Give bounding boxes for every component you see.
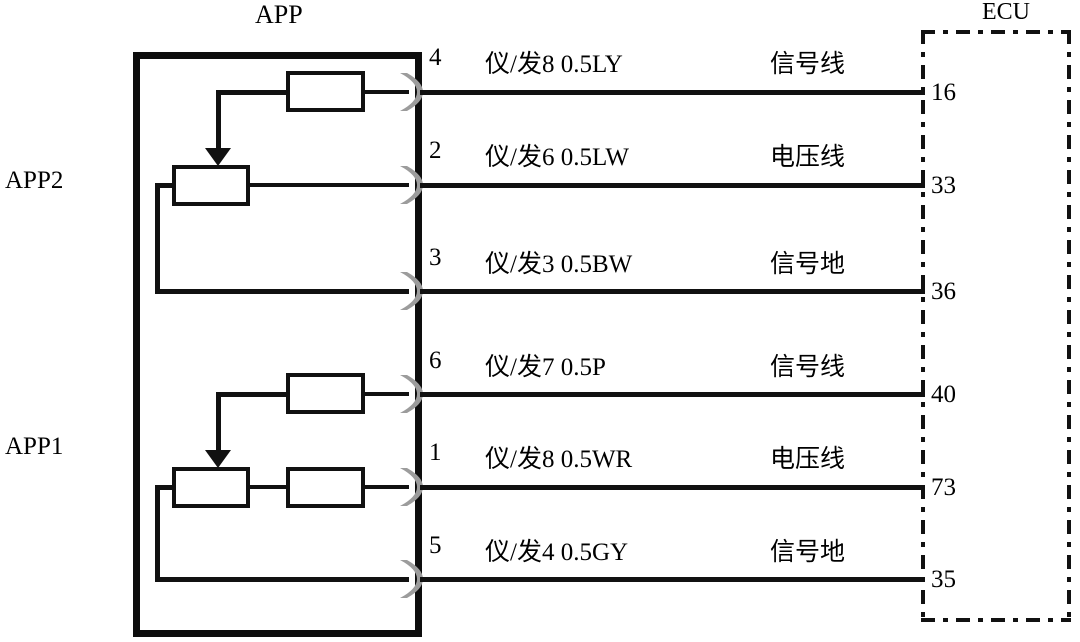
wire-code-row-3: 仪/发3 0.5BW: [485, 251, 633, 278]
wire-app1-wiper-drop: [216, 392, 221, 454]
app-pin-number-row-4: 6: [429, 347, 442, 374]
app-pin-number-row-1: 4: [429, 44, 442, 71]
connector-terminal-pin-6[interactable]: [397, 372, 423, 416]
resistor-app1-lower-left: [172, 467, 250, 508]
ecu-pin-number-row-1: 16: [931, 79, 956, 106]
ecu-border-left: [921, 30, 925, 622]
wire-app2-r2-right: [249, 183, 409, 187]
app-pin-number-row-6: 5: [429, 532, 442, 559]
wire-function-row-3: 信号地: [770, 251, 846, 278]
connector-terminal-pin-1[interactable]: [397, 465, 423, 509]
connector-terminal-pin-2[interactable]: [397, 163, 423, 207]
wiper-arrow-app2: [205, 148, 231, 166]
wire-code-row-6: 仪/发4 0.5GY: [485, 539, 629, 566]
group-label-app1: APP1: [5, 433, 64, 460]
ecu-border-bottom: [921, 618, 1071, 622]
app-pin-number-row-3: 3: [429, 244, 442, 271]
group-label-app2: APP2: [5, 167, 64, 194]
harness-wire-row-6: [420, 577, 925, 582]
harness-wire-row-5: [420, 485, 925, 490]
wire-code-row-4: 仪/发7 0.5P: [485, 354, 606, 381]
harness-wire-row-1: [420, 90, 925, 95]
wire-app2-ground-drop: [155, 183, 160, 293]
ecu-border-right: [1067, 30, 1071, 622]
wire-function-row-6: 信号地: [770, 539, 846, 566]
ecu-pin-number-row-5: 73: [931, 474, 956, 501]
ecu-enclosure: [921, 30, 1071, 622]
harness-wire-row-3: [420, 289, 925, 294]
wire-function-row-4: 信号线: [770, 354, 846, 381]
ecu-title: ECU: [982, 0, 1030, 25]
wire-app2-r1-right: [364, 90, 409, 94]
wire-app1-ground-rail: [155, 577, 409, 582]
ecu-pin-number-row-2: 33: [931, 172, 956, 199]
ecu-border-top: [921, 30, 1071, 34]
wire-app1-r2-left: [155, 485, 175, 490]
app-pin-number-row-2: 2: [429, 137, 442, 164]
harness-wire-row-4: [420, 392, 925, 397]
wire-app2-r2-left: [155, 183, 175, 188]
resistor-app2-lower: [172, 165, 250, 206]
wire-function-row-5: 电压线: [770, 446, 846, 473]
wire-code-row-5: 仪/发8 0.5WR: [485, 446, 633, 473]
app-pin-number-row-5: 1: [429, 439, 442, 466]
resistor-app1-upper: [286, 373, 365, 414]
wire-code-row-2: 仪/发6 0.5LW: [485, 144, 629, 171]
wire-app1-between-resistors: [249, 485, 289, 489]
harness-wire-row-2: [420, 183, 925, 188]
resistor-app1-lower-right: [286, 467, 365, 508]
connector-terminal-pin-4[interactable]: [397, 70, 423, 114]
app-title: APP: [255, 0, 303, 29]
ecu-pin-number-row-6: 35: [931, 566, 956, 593]
wire-app2-ground-rail: [155, 289, 409, 294]
resistor-app2-upper: [286, 71, 365, 112]
ecu-pin-number-row-4: 40: [931, 381, 956, 408]
wire-code-row-1: 仪/发8 0.5LY: [485, 51, 623, 78]
connector-terminal-pin-3[interactable]: [397, 269, 423, 313]
wire-function-row-2: 电压线: [770, 144, 846, 171]
wire-app1-r3-right: [364, 485, 409, 489]
connector-terminal-pin-5[interactable]: [397, 557, 423, 601]
wire-app1-r1-right: [364, 392, 409, 396]
wire-app1-r1-left: [216, 392, 288, 397]
app-enclosure: [133, 52, 422, 637]
wire-function-row-1: 信号线: [770, 51, 846, 78]
wire-app1-ground-drop: [155, 485, 160, 581]
ecu-pin-number-row-3: 36: [931, 278, 956, 305]
wire-app2-r1-left: [216, 90, 288, 95]
wiper-arrow-app1: [205, 450, 231, 468]
wire-app2-wiper-drop: [216, 90, 221, 152]
